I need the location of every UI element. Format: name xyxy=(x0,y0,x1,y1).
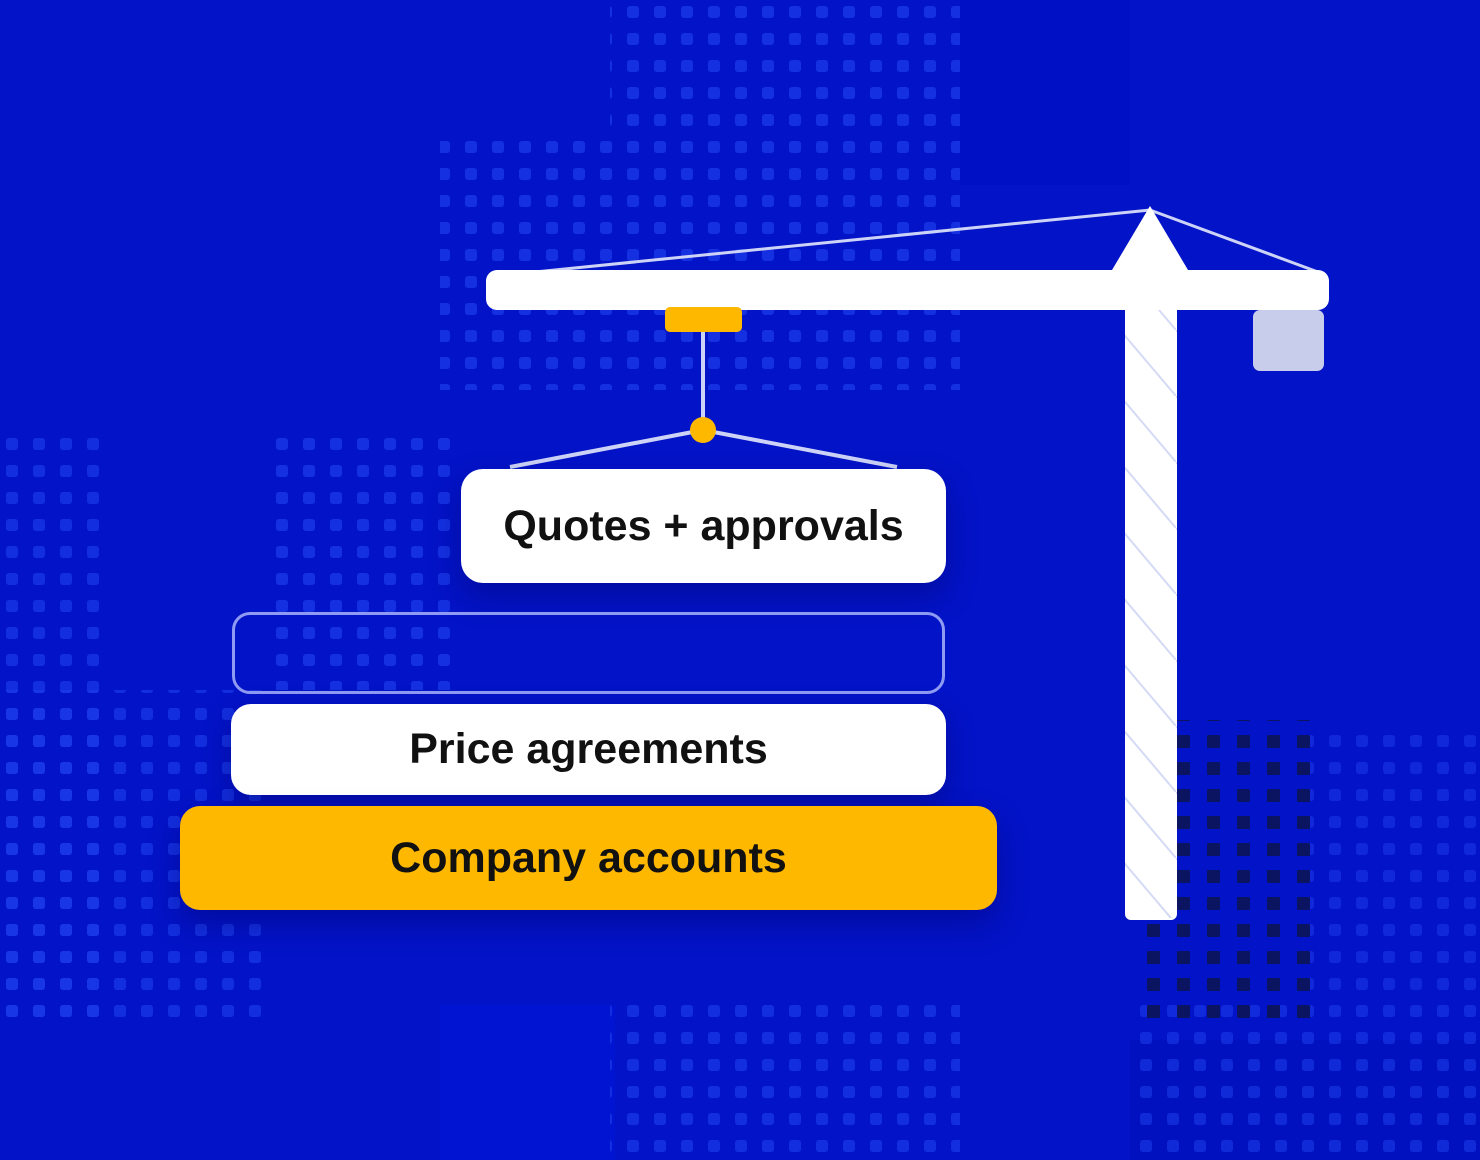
sling-cable-left xyxy=(509,428,704,469)
crane-jib xyxy=(486,270,1329,310)
sling-cable-right xyxy=(702,428,898,469)
company-accounts-block: Company accounts xyxy=(180,806,997,910)
quotes-approvals-block: Quotes + approvals xyxy=(461,469,946,583)
crane-tower-bracing xyxy=(1125,310,1177,918)
tone-block xyxy=(960,0,1130,185)
dot-pattern xyxy=(1300,720,1480,1000)
company-accounts-label: Company accounts xyxy=(390,833,787,882)
dot-pattern xyxy=(270,430,460,690)
tone-block xyxy=(440,1005,615,1160)
tower-crane-icon xyxy=(486,206,1329,920)
quotes-approvals-label: Quotes + approvals xyxy=(503,501,904,550)
crane-jib-cable xyxy=(534,208,1151,274)
counterweight-icon xyxy=(1253,310,1324,371)
empty-slot-outline xyxy=(232,612,945,694)
price-agreements-block: Price agreements xyxy=(231,704,946,795)
price-agreements-label: Price agreements xyxy=(409,725,768,773)
crane-hook-icon xyxy=(690,417,716,443)
dot-pattern xyxy=(610,1005,960,1160)
crane-apex xyxy=(1112,206,1188,270)
dot-pattern xyxy=(440,140,960,390)
crane-trolley xyxy=(665,307,742,332)
crane-counter-jib-cable xyxy=(1149,208,1319,274)
dot-pattern xyxy=(610,0,960,140)
